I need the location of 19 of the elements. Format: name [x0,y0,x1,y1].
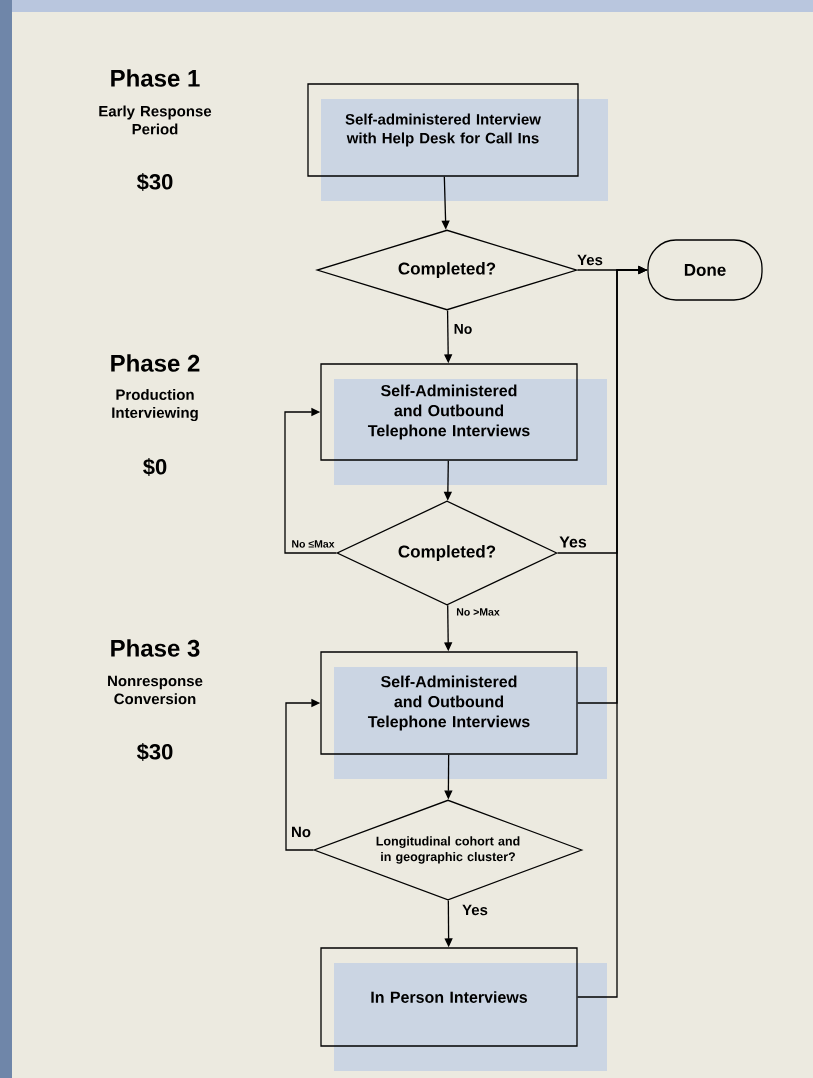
incentive-amount: $0 [143,458,167,476]
process-box: Self-Administered and Outbound Telephone Interviews [320,651,607,779]
process-box: Self-Administered and Outbound Telephone Interviews [320,363,607,485]
process-box: In Person Interviews [320,947,607,1071]
edge-label: Yes [558,535,588,549]
incentive-amount: $30 [136,743,173,761]
terminal-box: Done [647,239,763,301]
phase-title: Phase 2 [111,354,200,372]
incentive-amount: $30 [136,173,173,191]
edge-label: No >Max [455,607,501,617]
phase-description: Production Interviewing [112,389,198,422]
phase-description: Nonresponse Conversion [108,675,203,705]
phase-title: Phase 1 [111,69,200,87]
process-box: Self-administered Interview with Help Desk for Call Ins [307,83,608,201]
edge-label: No ≤Max [290,539,336,549]
phase-description: Early Response Period [99,105,212,135]
edge-label: No [452,323,474,335]
arrow [284,407,337,554]
phase-title: Phase 3 [111,639,200,657]
